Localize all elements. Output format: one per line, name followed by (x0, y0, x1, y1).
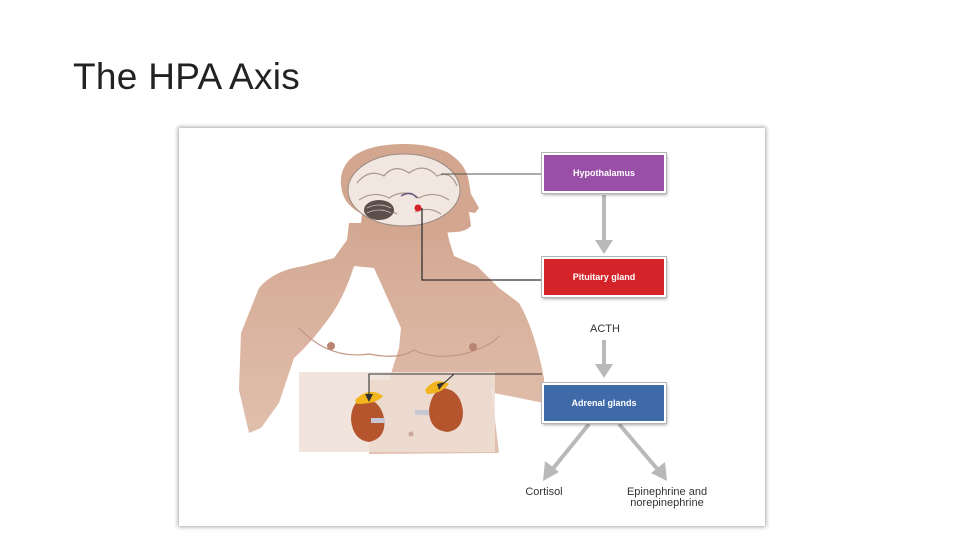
adrenal-pointer-line (368, 373, 542, 400)
cortisol-label: Cortisol (525, 486, 563, 498)
slide-title: The HPA Axis (73, 56, 301, 97)
brain-illustration (347, 153, 461, 227)
hpa-axis-figure: Hypothalamus Pituitary gland Adrenal gla… (179, 128, 765, 526)
pituitary-gland-box: Pituitary gland (542, 257, 666, 297)
right-nipple (469, 343, 477, 351)
pituitary-marker (414, 204, 422, 212)
arrow-adrenal-to-cortisol (549, 422, 591, 473)
arrow-adrenal-to-epinephrine (617, 422, 661, 473)
epinephrine-label: Epinephrine and norepinephrine (609, 487, 725, 509)
adrenal-pointer-arrowhead-right (437, 382, 445, 390)
abdomen-area (299, 372, 495, 452)
chest-contour (298, 327, 500, 357)
acth-label: ACTH (590, 323, 620, 335)
flow-arrows (543, 195, 667, 481)
adrenal-glands-box: Adrenal glands (542, 383, 666, 423)
left-nipple (327, 342, 335, 350)
epinephrine-label-line1: Epinephrine and (626, 486, 708, 498)
adrenal-pointer-arrowhead-left (365, 394, 373, 402)
figure-artwork (239, 144, 667, 481)
navel (408, 431, 414, 437)
epinephrine-label-line2: norepinephrine (630, 497, 704, 509)
pituitary-pointer-line (421, 208, 542, 281)
hypothalamus-box: Hypothalamus (542, 153, 666, 193)
